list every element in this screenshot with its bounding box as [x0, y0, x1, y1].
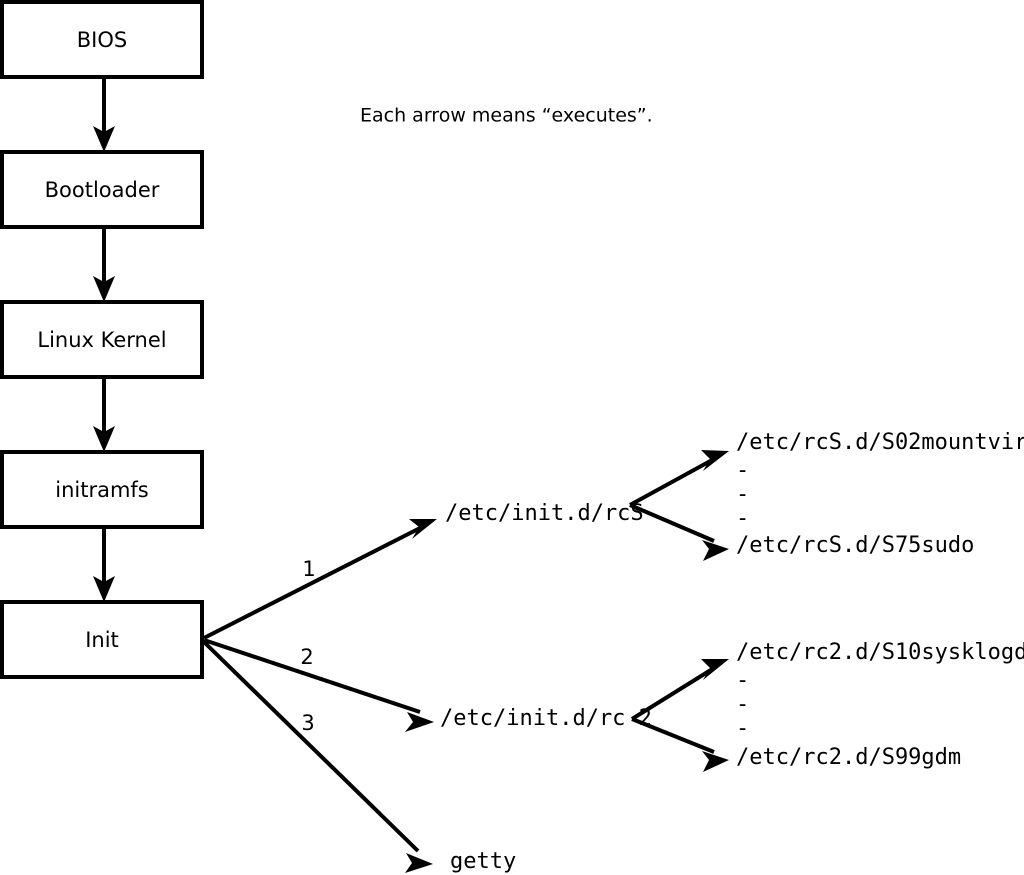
rcs-ellipsis-dash-1: -: [736, 458, 749, 483]
diagram-caption: Each arrow means “executes”.: [360, 105, 653, 127]
arrow-bios-to-bootloader: [93, 77, 115, 152]
arrow-head-icon: [702, 751, 729, 772]
node-rc2-first-script-label[interactable]: /etc/rc2.d/S10sysklogd: [736, 640, 1024, 665]
rc2-ellipsis-dash-1: -: [736, 668, 749, 693]
arrow-head-icon: [701, 659, 729, 680]
arrow-init-branch-3: [202, 640, 433, 873]
arrow-rcs-to-first-script: [629, 450, 729, 507]
node-initramfs[interactable]: initramfs: [0, 450, 204, 529]
arrow-rcs-to-last-script: [629, 503, 729, 561]
node-linux-kernel[interactable]: Linux Kernel: [0, 300, 204, 379]
arrow-init-branch-1: [203, 519, 437, 640]
arrow-initramfs-to-init: [93, 527, 115, 602]
rcs-ellipsis-dash-3: -: [736, 506, 749, 531]
node-bios[interactable]: BIOS: [0, 0, 204, 79]
rc2-ellipsis-dash-2: -: [736, 692, 749, 717]
node-rc2-last-script-label[interactable]: /etc/rc2.d/S99gdm: [736, 745, 961, 770]
node-rcs-last-script-label[interactable]: /etc/rcS.d/S75sudo: [736, 533, 974, 558]
node-getty-label[interactable]: getty: [450, 849, 516, 874]
arrow-head-icon: [93, 276, 115, 302]
node-initramfs-box: [0, 450, 204, 529]
rc2-ellipsis-dash-3: -: [736, 716, 749, 741]
arrow-head-icon: [405, 853, 433, 873]
node-bios-box: [0, 0, 204, 79]
edge-label-3: 3: [301, 711, 314, 735]
arrow-head-icon: [405, 712, 434, 732]
arrow-rc2-to-first-script: [630, 659, 729, 721]
node-init-d-rcs-label[interactable]: /etc/init.d/rcS: [445, 501, 644, 526]
arrow-init-branch-2: [203, 638, 434, 732]
arrow-head-icon: [409, 519, 437, 539]
edge-label-2: 2: [300, 645, 313, 669]
arrow-rc2-to-last-script: [631, 717, 729, 772]
node-init-label: Init: [85, 628, 119, 652]
node-bootloader[interactable]: Bootloader: [0, 150, 204, 229]
node-init[interactable]: Init: [0, 600, 204, 679]
node-bios-label: BIOS: [77, 28, 127, 52]
node-init-box: [0, 600, 204, 679]
arrow-head-icon: [93, 126, 115, 152]
edge-label-1: 1: [302, 557, 315, 581]
arrow-kernel-to-initramfs: [93, 377, 115, 452]
arrow-head-icon: [701, 450, 729, 471]
node-bootloader-label: Bootloader: [45, 178, 160, 202]
arrow-head-icon: [93, 576, 115, 602]
arrow-head-icon: [93, 426, 115, 452]
node-initramfs-label: initramfs: [55, 478, 149, 502]
rcs-ellipsis-dash-2: -: [736, 482, 749, 507]
node-rcs-first-script-label[interactable]: /etc/rcS.d/S02mountvirtfs: [736, 430, 1024, 455]
arrow-bootloader-to-kernel: [93, 227, 115, 302]
arrow-head-icon: [702, 540, 729, 561]
node-init-d-rc2-label[interactable]: /etc/init.d/rc 2: [440, 706, 652, 731]
node-linux-kernel-label: Linux Kernel: [37, 328, 166, 352]
